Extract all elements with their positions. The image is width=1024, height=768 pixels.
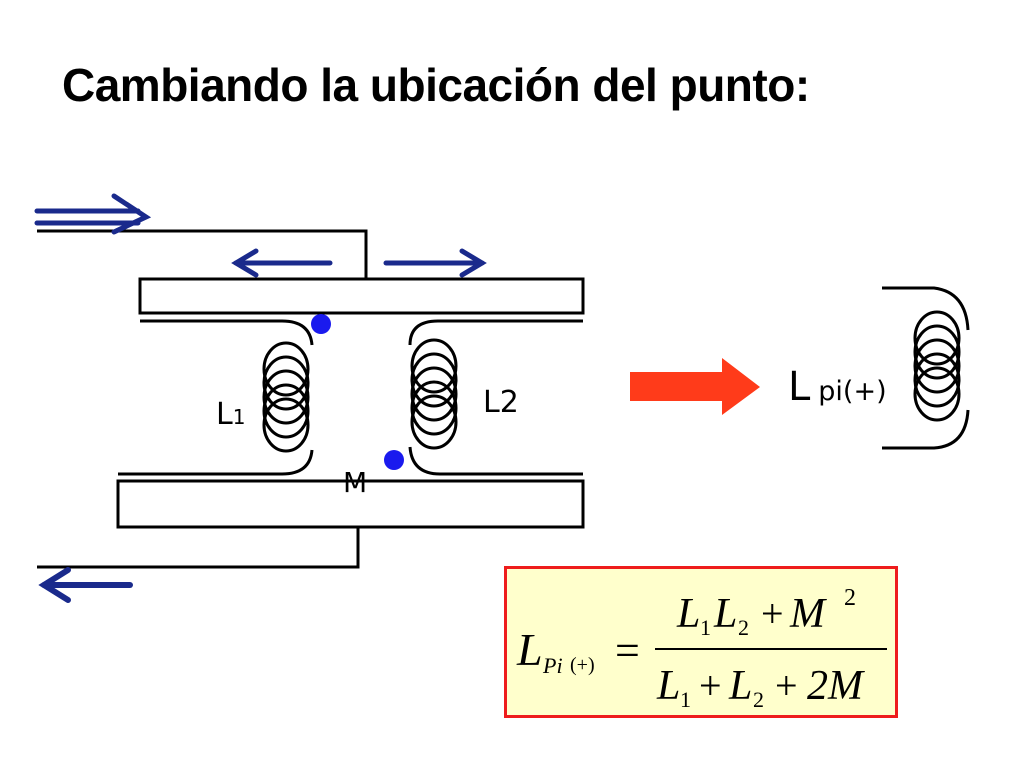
output-current-arrow-icon	[38, 567, 133, 603]
formula-den-l2-sub: 2	[753, 687, 764, 712]
formula-den-l1: L	[656, 663, 680, 709]
coil-l2	[408, 319, 583, 476]
right-split-arrow-icon	[383, 248, 487, 278]
top-bus-bar	[138, 277, 585, 315]
formula-den-2m: 2M	[807, 663, 865, 709]
formula-num-l2: L	[713, 591, 737, 637]
polarity-dot-l1	[311, 314, 331, 334]
formula-den-plus-2: +	[775, 663, 798, 708]
formula-num-exponent: 2	[844, 585, 856, 611]
formula-lhs-subscript: Pi	[542, 653, 563, 678]
slide-title: Cambiando la ubicación del punto:	[62, 59, 810, 111]
equivalent-coil	[882, 286, 970, 450]
equivalent-arrow-icon	[630, 358, 760, 415]
formula-num-l2-sub: 2	[738, 615, 749, 640]
formula-num-l1-sub: 1	[700, 615, 711, 640]
bottom-bus-bar	[116, 479, 585, 529]
output-wire	[37, 527, 360, 569]
coil-l1	[118, 319, 314, 476]
formula-num-m: M	[789, 591, 827, 637]
label-m: M	[343, 466, 367, 499]
formula-den-plus-1: +	[699, 663, 722, 708]
formula-lhs-paren: (+)	[570, 654, 595, 676]
formula-den-l1-sub: 1	[680, 687, 691, 712]
formula-num-plus: +	[761, 591, 784, 636]
formula: L Pi (+) = L 1 L 2 + M 2 L 1 + L 2 + 2M	[516, 585, 887, 712]
formula-equals: =	[615, 626, 640, 675]
left-split-arrow-icon	[231, 248, 333, 278]
label-l2: L2	[483, 385, 519, 420]
polarity-dot-l2	[384, 450, 404, 470]
formula-lhs-symbol: L	[516, 624, 543, 675]
label-l1: L1	[216, 397, 245, 432]
input-wire	[37, 229, 368, 279]
formula-num-l1: L	[676, 591, 700, 637]
formula-den-l2: L	[728, 663, 752, 709]
input-current-arrow-icon	[34, 193, 152, 235]
formula-box: L Pi (+) = L 1 L 2 + M 2 L 1 + L 2 + 2M	[504, 566, 898, 718]
